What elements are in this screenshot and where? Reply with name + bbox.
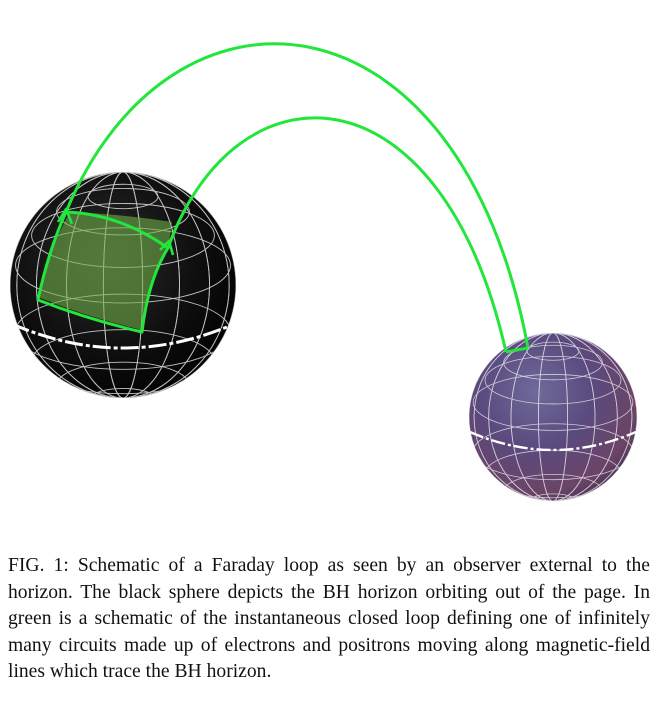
outer-field-line (64, 42, 530, 349)
faraday-loop-figure (10, 42, 637, 501)
arrow-head-left (56, 207, 74, 225)
loop-companion-boundary (505, 346, 529, 354)
latitude-line (472, 374, 634, 431)
arrow-head-right (159, 239, 175, 256)
longitude-line (473, 333, 633, 501)
loop-footprint-patch (40, 212, 172, 330)
latitude-line (526, 493, 580, 501)
inner-field-line (166, 116, 508, 353)
longitude-line (538, 333, 568, 501)
longitude-line (488, 333, 618, 501)
longitude-line (35, 172, 211, 398)
longitude-line (16, 172, 230, 398)
latitude-line (484, 355, 622, 405)
companion-equator-line (469, 430, 637, 452)
companion-sphere (469, 333, 637, 501)
bh-equator-line (11, 322, 235, 350)
faraday-loop (36, 42, 530, 354)
loop-bh-boundary (36, 210, 170, 334)
caption-text: Schematic of a Faraday loop as seen by a… (8, 555, 650, 683)
caption-label: FIG. 1: (8, 555, 69, 576)
figure-caption: FIG. 1: Schematic of a Faraday loop as s… (8, 553, 650, 686)
longitude-line (510, 333, 596, 501)
latitude-line (87, 387, 159, 398)
